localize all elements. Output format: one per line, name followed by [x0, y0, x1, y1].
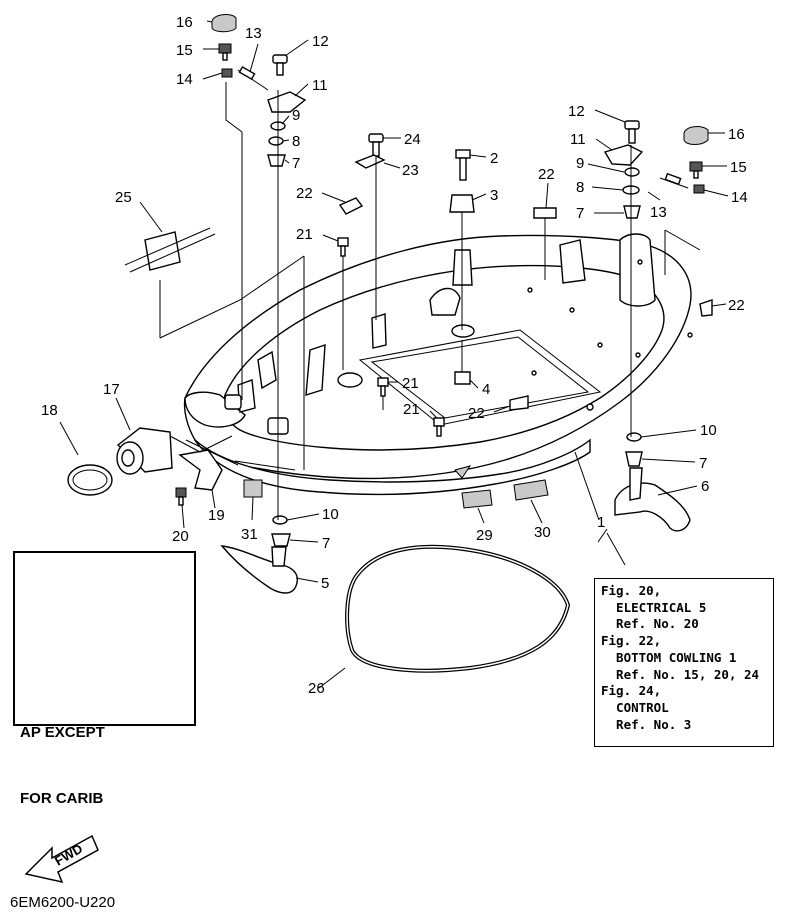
callout: 1 [597, 514, 605, 531]
reference-note-box: Fig. 20, ELECTRICAL 5 Ref. No. 20 Fig. 2… [594, 578, 774, 747]
grommet-4 [454, 371, 471, 385]
callout: 12 [568, 103, 585, 120]
callout: 13 [650, 204, 667, 221]
callout: 14 [176, 71, 193, 88]
drawing-code: 6EM6200-U220 [10, 894, 116, 911]
callout: 10 [700, 422, 717, 439]
callout: 21 [402, 375, 419, 392]
lever-5 [220, 545, 299, 594]
inset-note: AP EXCEPT FOR CARIB [20, 678, 105, 854]
callout: 18 [41, 402, 58, 419]
callout: 16 [728, 126, 745, 143]
callout: 29 [476, 527, 493, 544]
bracket-11-left [267, 91, 307, 113]
reference-note-line: ELECTRICAL 5 [601, 599, 707, 615]
callout: 22 [728, 297, 745, 314]
callout: 14 [731, 189, 748, 206]
callout: 3 [490, 187, 498, 204]
callout: 30 [534, 524, 551, 541]
callout: 23 [402, 162, 419, 179]
label-30 [513, 479, 549, 501]
ring-18 [67, 464, 113, 496]
reference-note-line: Ref. No. 20 [601, 616, 699, 632]
callout: 13 [245, 25, 262, 42]
callout: 15 [730, 159, 747, 176]
callout: 10 [322, 506, 339, 523]
connector-17 [116, 427, 173, 475]
callout: 25 [115, 189, 132, 206]
callout: 2 [490, 150, 498, 167]
bolt-24 [368, 133, 384, 157]
label-31 [243, 479, 263, 498]
reference-note-line: CONTROL [601, 699, 669, 715]
callout: 24 [404, 131, 421, 148]
callout: 9 [292, 107, 300, 124]
screw-20 [175, 487, 187, 506]
cap-16-right [683, 126, 709, 145]
nut-14-right [693, 184, 705, 194]
nut-14-left [221, 68, 233, 78]
callout: 22 [538, 166, 555, 183]
callout: 12 [312, 33, 329, 50]
reference-note-line: Fig. 22, [601, 633, 662, 649]
callout: 7 [576, 205, 584, 222]
callout: 11 [570, 131, 586, 148]
rod-13-left [237, 65, 269, 91]
callout: 8 [292, 133, 300, 150]
clamp-25 [124, 227, 216, 273]
callout: 21 [296, 226, 313, 243]
bolt-15-right [689, 161, 703, 179]
bracket-11-right [603, 144, 644, 166]
callout: 7 [699, 455, 707, 472]
bolt-15-left [218, 43, 232, 61]
callout: 26 [308, 680, 325, 697]
callout: 15 [176, 42, 193, 59]
callout: 21 [403, 401, 420, 418]
callout: 17 [103, 381, 120, 398]
callout: 20 [172, 528, 189, 545]
callout: 22 [468, 405, 485, 422]
bolt-2 [455, 149, 471, 181]
callout: 7 [292, 155, 300, 172]
bolt-12-right [624, 120, 640, 144]
plate-23 [354, 154, 386, 169]
callout: 22 [296, 185, 313, 202]
inset-note-line: FOR CARIB [20, 790, 104, 807]
callout: 9 [576, 155, 584, 172]
reference-note-line: Fig. 24, [601, 683, 662, 699]
reference-note-line: Ref. No. 3 [601, 716, 692, 732]
inset-note-line: AP EXCEPT [20, 724, 105, 741]
callout: 19 [208, 507, 225, 524]
callout: 31 [241, 526, 258, 543]
callout: 11 [312, 77, 328, 94]
reference-note-line: Ref. No. 15, 20, 24 [601, 666, 760, 682]
reference-note-line: BOTTOM COWLING 1 [601, 649, 737, 665]
grommet-3 [449, 194, 475, 213]
bolt-12-left [272, 54, 288, 76]
callout-leaders [59, 20, 729, 689]
callout: 6 [701, 478, 709, 495]
inset-box: AP EXCEPT FOR CARIB [13, 551, 196, 807]
gasket-26 [345, 544, 571, 673]
callout: 8 [576, 179, 584, 196]
cap-16-left [211, 14, 237, 33]
bottom-cowling [183, 233, 693, 496]
label-29 [461, 489, 493, 509]
callout: 5 [321, 575, 329, 592]
rod-13-right [659, 172, 689, 189]
callout: 16 [176, 14, 193, 31]
callout: 4 [482, 381, 490, 398]
callout: 7 [322, 535, 330, 552]
reference-note-line: Fig. 20, [601, 583, 662, 598]
